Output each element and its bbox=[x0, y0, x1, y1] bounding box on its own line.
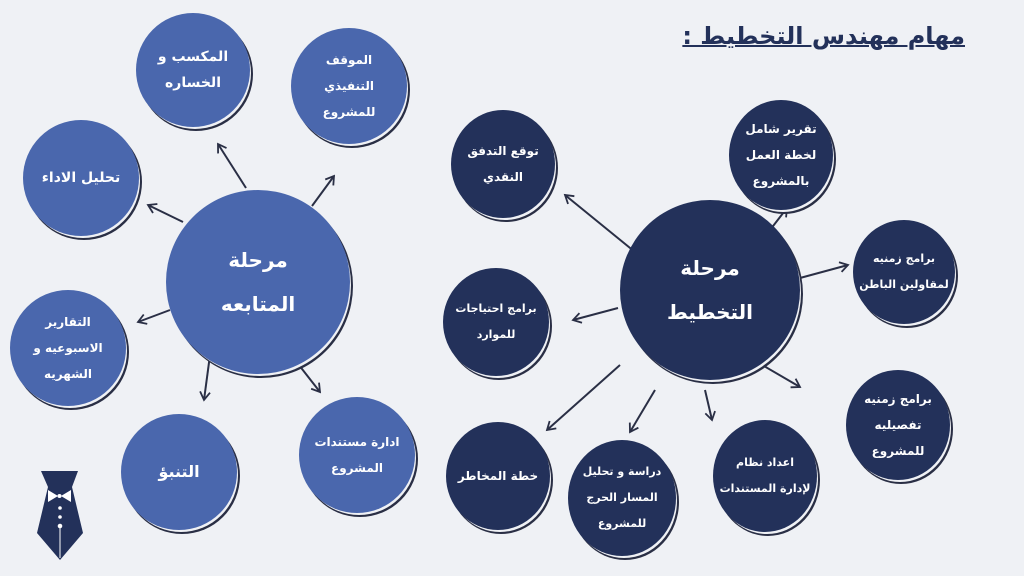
page-title: مهام مهندس التخطيط : bbox=[682, 22, 965, 50]
planning-stage-node: مرحلة التخطيط bbox=[620, 200, 800, 380]
node-label: ادارة مستندات bbox=[314, 435, 400, 449]
node-label: للموارد bbox=[476, 328, 516, 341]
node-label: المسار الحرج bbox=[586, 491, 658, 504]
arrow bbox=[628, 389, 656, 434]
node-label: توقع التدفق bbox=[467, 144, 539, 158]
node-label: المتابعه bbox=[220, 292, 296, 316]
node-label: تقرير شامل bbox=[745, 122, 817, 136]
arrow bbox=[799, 261, 850, 279]
node-label: الموقف bbox=[325, 53, 373, 67]
node-label: التقارير bbox=[45, 315, 91, 329]
node-label: برامج زمنيه bbox=[864, 392, 932, 406]
arrow bbox=[199, 354, 211, 402]
node-label: التخطيط bbox=[667, 300, 754, 324]
forecasting-node: التنبؤ bbox=[121, 414, 237, 530]
node-label: الشهريه bbox=[44, 367, 92, 381]
execution-status-node: الموقف التنفيذي للمشروع bbox=[291, 28, 407, 144]
node-label: تفصيليه bbox=[874, 418, 922, 432]
gain-loss-node: المكسب و الخساره bbox=[136, 13, 250, 127]
node-label: تحليل الاداء bbox=[41, 170, 121, 186]
arrow bbox=[545, 364, 621, 432]
node-label: اعداد نظام bbox=[736, 456, 794, 469]
critical-path-node: دراسة و تحليل المسار الحرج للمشروع bbox=[568, 440, 676, 556]
arrow bbox=[217, 142, 247, 189]
document-management-node: ادارة مستندات المشروع bbox=[299, 397, 415, 513]
node-label: مرحلة bbox=[680, 256, 740, 280]
cash-flow-node: توقع التدفق النقدي bbox=[451, 110, 555, 218]
document-system-node: اعداد نظام لإدارة المستندات bbox=[713, 420, 817, 532]
node-label: للمشروع bbox=[322, 105, 376, 119]
node-label: الخساره bbox=[165, 75, 221, 91]
node-label: مرحلة bbox=[228, 248, 288, 272]
follow-up-stage-node: مرحلة المتابعه bbox=[166, 190, 350, 374]
node-label: دراسة و تحليل bbox=[582, 465, 662, 478]
node-label: برامج احتياجات bbox=[455, 302, 537, 315]
arrow bbox=[571, 307, 619, 324]
node-label: خطة المخاطر bbox=[457, 469, 539, 483]
node-label: للمشروع bbox=[871, 444, 925, 458]
arrow bbox=[311, 174, 336, 207]
subcontractor-schedule-node: برامج زمنيه لمقاولين الباطن bbox=[853, 220, 955, 324]
node-label: برامج زمنيه bbox=[872, 252, 936, 265]
node-label: المكسب و bbox=[157, 49, 229, 65]
reports-node: التقارير الاسبوعيه و الشهريه bbox=[10, 290, 126, 406]
node-label: التنفيذي bbox=[324, 79, 374, 93]
node-label: للمشروع bbox=[597, 517, 647, 530]
node-label: لإدارة المستندات bbox=[719, 482, 811, 495]
arrow bbox=[563, 193, 636, 253]
arrow bbox=[146, 203, 184, 223]
node-label: التنبؤ bbox=[158, 462, 200, 481]
arrow bbox=[294, 359, 322, 394]
resource-programs-node: برامج احتياجات للموارد bbox=[443, 268, 549, 376]
arrow bbox=[136, 309, 171, 325]
node-label: النقدي bbox=[482, 170, 524, 184]
comprehensive-report-node: تقرير شامل لخطة العمل بالمشروع bbox=[729, 100, 833, 210]
node-label: لمقاولين الباطن bbox=[859, 278, 949, 291]
performance-analysis-node: تحليل الاداء bbox=[23, 120, 139, 236]
node-label: الاسبوعيه و bbox=[33, 341, 103, 355]
arrow bbox=[704, 389, 716, 422]
node-label: لخطة العمل bbox=[745, 148, 817, 162]
node-label: بالمشروع bbox=[752, 174, 810, 188]
risk-plan-node: خطة المخاطر bbox=[446, 422, 550, 530]
detailed-schedule-node: برامج زمنيه تفصيليه للمشروع bbox=[846, 370, 950, 480]
node-label: المشروع bbox=[331, 461, 383, 475]
